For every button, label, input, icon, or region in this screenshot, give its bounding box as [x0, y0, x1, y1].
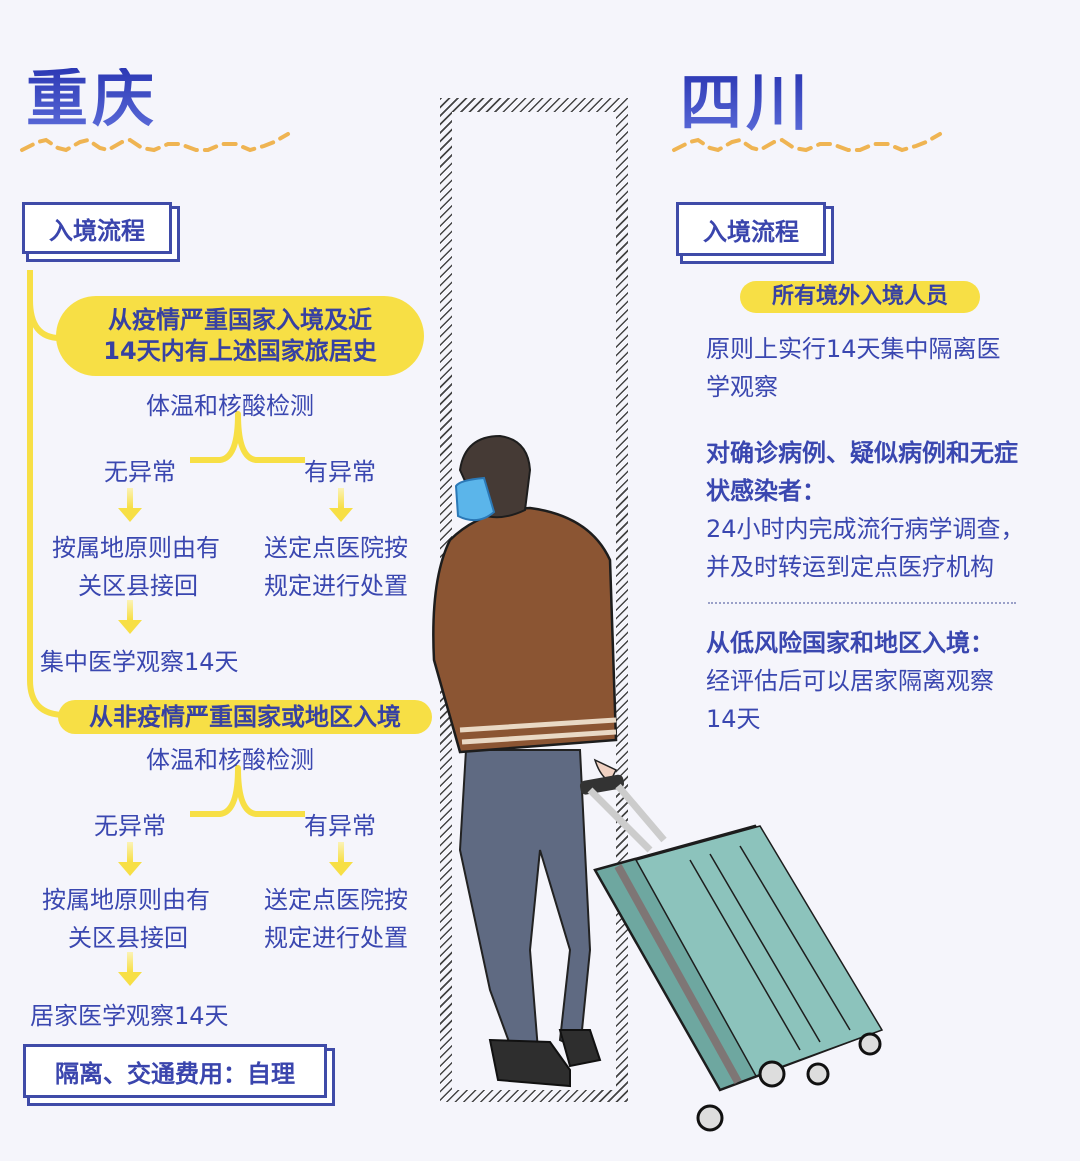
right-para3-line2: 14天 [706, 705, 761, 733]
branch2-split-connector [190, 765, 305, 817]
right-para2: 24小时内完成流行病学调查， 并及时转运到定点医疗机构 [706, 510, 1025, 586]
branch2-check: 体温和核酸检测 [146, 746, 314, 774]
chongqing-title: 重庆 [26, 62, 159, 135]
branch1-header-pill: 从疫情严重国家入境及近 14天内有上述国家旅居史 [56, 296, 424, 376]
right-heading3: 从低风险国家和地区入境： [706, 629, 994, 657]
branch2-normal-result-line2: 关区县接回 [68, 924, 188, 952]
arrow-down-icon [118, 952, 142, 986]
branch1-split-connector [190, 411, 305, 463]
arrow-down-icon [329, 488, 353, 522]
entry-process-label: 入境流程 [676, 202, 826, 256]
entry-process-label: 入境流程 [22, 202, 172, 254]
right-para3: 经评估后可以居家隔离观察 14天 [706, 662, 994, 738]
cost-label: 隔离、交通费用：自理 [23, 1044, 327, 1098]
arrow-down-icon [118, 600, 142, 634]
branch1-header-line1: 从疫情严重国家入境及近 [108, 306, 372, 334]
branch2-abnormal: 有异常 [304, 812, 376, 840]
branch2-normal-result-line1: 按属地原则由有 [42, 886, 210, 914]
branch1-abnormal: 有异常 [304, 458, 376, 486]
right-para1-line2: 学观察 [706, 373, 778, 401]
branch1-final: 集中医学观察14天 [40, 648, 239, 676]
branch2-normal: 无异常 [94, 812, 166, 840]
right-para2-line1: 24小时内完成流行病学调查， [706, 515, 1025, 543]
right-para1-line1: 原则上实行14天集中隔离医 [706, 335, 1001, 363]
right-heading2: 对确诊病例、疑似病例和无症 状感染者： [706, 434, 1018, 510]
branch1-header-line2: 14天内有上述国家旅居史 [103, 337, 377, 365]
right-para3-line1: 经评估后可以居家隔离观察 [706, 667, 994, 695]
branch1-normal-result-line1: 按属地原则由有 [52, 534, 220, 562]
branch2-abnormal-result-line2: 规定进行处置 [264, 924, 408, 952]
section-divider [708, 602, 1016, 604]
branch2-final: 居家医学观察14天 [30, 1002, 229, 1030]
branch2-abnormal-result-line1: 送定点医院按 [264, 886, 408, 914]
sichuan-title: 四川 [680, 66, 813, 139]
branch1-abnormal-result-line1: 送定点医院按 [264, 534, 408, 562]
zigzag-decoration-icon [20, 132, 290, 153]
right-heading2-line1: 对确诊病例、疑似病例和无症 [706, 439, 1018, 467]
traveler-with-suitcase-illustration [432, 434, 884, 1132]
right-para2-line2: 并及时转运到定点医疗机构 [706, 553, 994, 581]
branch1-abnormal-result-line2: 规定进行处置 [264, 572, 408, 600]
all-arrivals-pill: 所有境外入境人员 [740, 281, 980, 313]
zigzag-decoration-icon [672, 132, 942, 153]
arrow-down-icon [118, 488, 142, 522]
arrow-down-icon [118, 842, 142, 876]
arrow-down-icon [329, 842, 353, 876]
branch2-header-pill: 从非疫情严重国家或地区入境 [58, 700, 432, 734]
branch1-normal: 无异常 [104, 458, 176, 486]
branch1-check: 体温和核酸检测 [146, 392, 314, 420]
branch1-normal-result-line2: 关区县接回 [78, 572, 198, 600]
right-heading2-line2: 状感染者： [706, 477, 826, 505]
right-para1: 原则上实行14天集中隔离医 学观察 [706, 330, 1001, 406]
